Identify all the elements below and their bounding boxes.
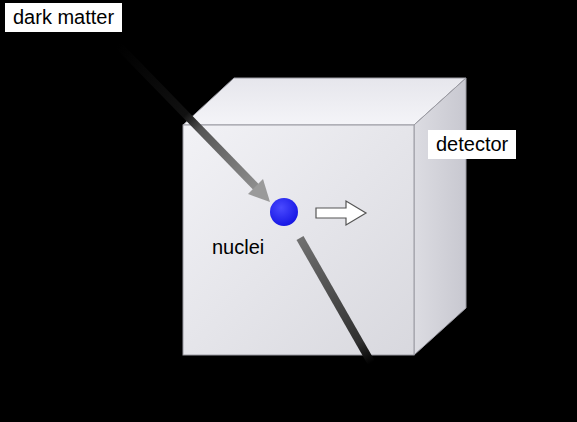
incoming-arrowhead bbox=[248, 179, 270, 202]
outgoing-arrowhead bbox=[377, 384, 398, 412]
detector-cube: detectornuclei bbox=[183, 78, 466, 355]
incoming-arrow bbox=[118, 45, 258, 189]
cube-side bbox=[414, 78, 466, 355]
detector-label: detector bbox=[428, 130, 516, 159]
recoil-arrow bbox=[316, 201, 366, 225]
dark-matter-label: dark matter bbox=[5, 3, 122, 32]
nucleus-circle: nuclei bbox=[270, 198, 298, 226]
outgoing-arrow bbox=[300, 238, 388, 392]
nuclei-label: nuclei bbox=[212, 236, 264, 259]
